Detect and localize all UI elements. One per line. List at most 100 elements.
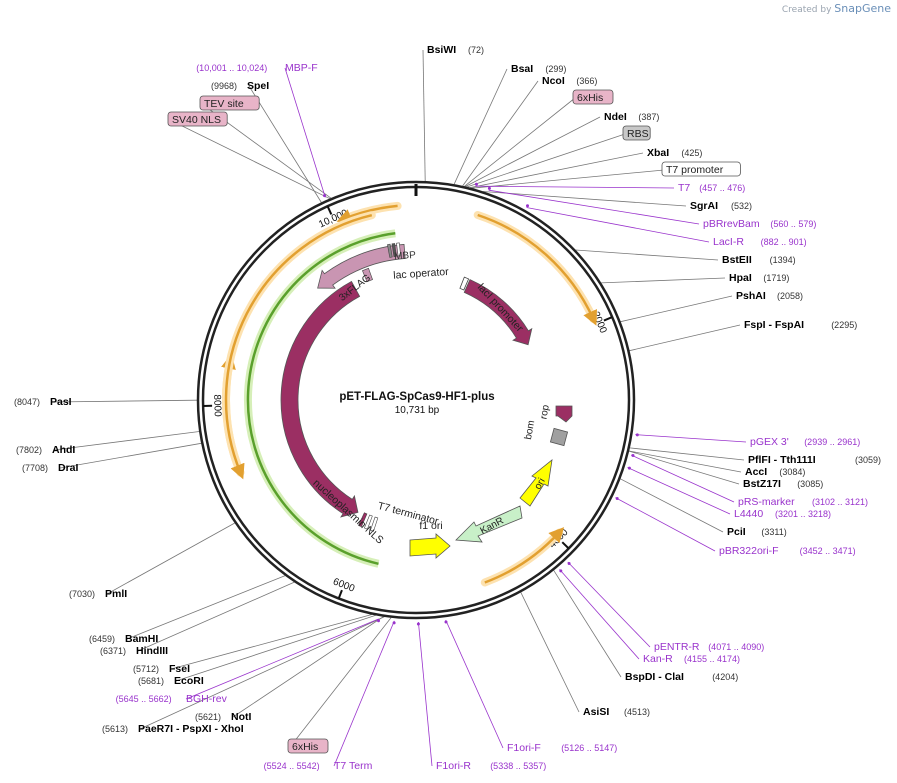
feature-small-box — [364, 514, 373, 530]
site-coord: (1719) — [763, 273, 789, 283]
site-label-pentr-r: pENTR-R(4071 .. 4090) — [654, 641, 764, 653]
snapgene-logo-text: SnapGene — [834, 2, 891, 15]
leader-line — [575, 249, 719, 261]
leader-line — [333, 620, 395, 767]
feature-small-box — [370, 516, 379, 532]
site-coord: (3311) — [761, 527, 786, 537]
leader-line — [469, 152, 644, 189]
leader-line — [126, 575, 286, 640]
leader-line — [137, 581, 295, 652]
site-name: AhdI — [52, 444, 75, 456]
leader-line — [59, 442, 202, 469]
site-coord: (3085) — [797, 479, 823, 489]
site-label-asisi: AsiSI(4513) — [583, 706, 650, 718]
feature-label-laci-promoter: lacI promoter — [475, 281, 526, 334]
site-label-tev-site: TEV site — [199, 95, 260, 111]
leader-line — [620, 478, 724, 533]
site-name: PaeR7I - PspXI - XhoI — [138, 723, 244, 735]
feature-laci-promoter — [459, 276, 470, 291]
site-coord: (2058) — [777, 291, 803, 301]
leader-line — [475, 185, 675, 189]
primer-mark — [377, 619, 380, 623]
site-coord: (425) — [681, 148, 702, 158]
site-name: NcoI — [542, 75, 565, 87]
site-coord: (5613) — [102, 724, 128, 734]
site-coord: (882 .. 901) — [761, 237, 807, 247]
leader-line — [51, 399, 198, 403]
site-coord: (5621) — [195, 712, 221, 722]
leader-line — [445, 619, 504, 749]
site-coord: (7030) — [69, 589, 95, 599]
site-name: F1ori-R — [436, 760, 471, 772]
feature-small-box — [396, 242, 401, 257]
leader-line — [635, 434, 747, 443]
site-label-kan-r: Kan-R (4155 .. 4174) — [643, 653, 740, 665]
tick-mark — [326, 205, 333, 215]
feature-label-bom: bom — [523, 419, 537, 440]
orf-cas9 — [246, 232, 396, 566]
credit-prefix: Created by — [781, 5, 832, 15]
site-name: SgrAI — [690, 200, 718, 212]
site-label-pbr322ori-f: pBR322ori-F(3452 .. 3471) — [719, 545, 856, 557]
site-coord: (6371) — [100, 646, 126, 656]
primer-mark — [392, 621, 396, 625]
site-label-pgex-3: pGEX 3'(2939 .. 2961) — [750, 436, 860, 448]
site-coord: (457 .. 476) — [699, 183, 745, 193]
site-name: BstEII — [722, 254, 752, 266]
feature-label-lac-operator: lac operator — [393, 266, 450, 282]
leader-line — [559, 569, 640, 660]
site-label-bgh-rev: BGH-rev(5645 .. 5662) — [116, 693, 228, 705]
feature-label-laci: lacI — [513, 289, 532, 308]
site-coord: (3059) — [855, 455, 881, 465]
leader-line — [170, 614, 373, 670]
feature-label-f1-ori: f1 ori — [419, 520, 442, 532]
site-box — [622, 125, 651, 141]
site-name: BamHI — [125, 633, 158, 645]
site-name: 6xHis — [292, 741, 318, 753]
feature-small-box — [387, 243, 393, 258]
site-label-acci: AccI(3084) — [745, 466, 805, 478]
site-coord: (3201 .. 3218) — [775, 509, 831, 519]
tick-mark — [337, 589, 343, 599]
site-coord: (72) — [468, 45, 484, 55]
site-name: L4440 — [734, 508, 763, 520]
site-label-l4440: L4440 (3201 .. 3218) — [734, 508, 831, 520]
site-name: pENTR-R — [654, 641, 700, 653]
site-label-bsai: BsaI(299) — [511, 63, 566, 75]
orf-arrows — [221, 201, 598, 587]
site-name: T7 Term — [334, 760, 373, 772]
site-coord: (532) — [731, 201, 752, 211]
site-name: T7 promoter — [666, 164, 724, 176]
plasmid-length: 10,731 bp — [395, 405, 440, 416]
site-coord: (5712) — [133, 664, 159, 674]
site-label-pmli: PmlI (7030) — [69, 588, 127, 600]
leader-line — [526, 207, 710, 243]
site-box — [287, 738, 329, 754]
site-label-bsiwi: BsiWI (72) — [427, 44, 484, 56]
site-label-bamhi: BamHI(6459) — [89, 633, 158, 645]
site-coord: (387) — [638, 112, 659, 122]
site-name: EcoRI — [174, 675, 204, 687]
site-label-t7-term: T7 Term(5524 .. 5542) — [264, 760, 373, 772]
feature-laci — [463, 279, 533, 346]
tick-label: 8000 — [211, 394, 223, 417]
site-name: DraI — [58, 462, 79, 474]
site-label-ncoi: NcoI(366) — [542, 75, 597, 87]
site-coord: (5645 .. 5662) — [116, 694, 172, 704]
site-label-xbai: XbaI(425) — [647, 147, 702, 159]
site-name: PmlI — [105, 588, 127, 600]
site-coord: (2295) — [831, 320, 857, 330]
site-label-ndei: NdeI(387) — [604, 111, 659, 123]
site-coord: (4155 .. 4174) — [684, 654, 740, 664]
leader-line — [465, 116, 601, 187]
site-name: FspI - FspAI — [744, 319, 804, 331]
site-box — [572, 89, 614, 105]
feature-3xflag — [362, 267, 373, 283]
site-name: BsaI — [511, 63, 533, 75]
site-label-spei: SpeI(9968) — [211, 80, 269, 92]
primer-mark — [627, 466, 631, 470]
site-name: Kan-R — [643, 653, 673, 665]
site-name: BsiWI — [427, 44, 456, 56]
site-name: AccI — [745, 466, 767, 478]
site-coord: (5681) — [138, 676, 164, 686]
